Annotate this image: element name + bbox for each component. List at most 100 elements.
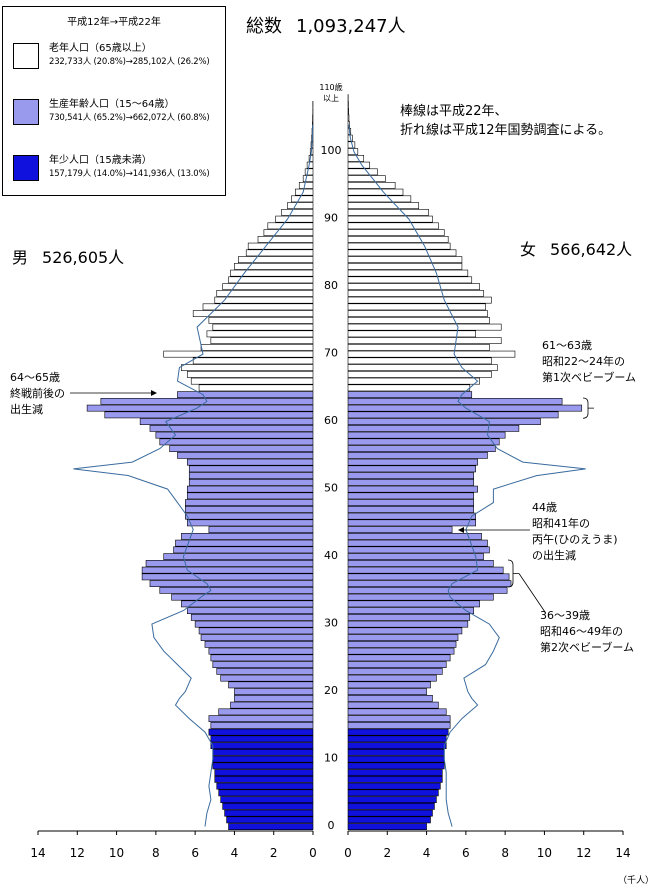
female-bar-age-7	[347, 775, 443, 783]
male-bar-age-17	[218, 708, 314, 716]
female-bar-age-12	[347, 742, 447, 749]
female-bar-age-57	[347, 438, 500, 446]
female-bar-age-76	[347, 310, 488, 317]
male-bar-age-79	[216, 289, 314, 297]
top-age-label: 以上	[323, 94, 339, 103]
male-bar-age-70	[163, 350, 314, 358]
female-bar-age-38	[347, 566, 504, 574]
male-bar-age-50	[186, 485, 314, 493]
female-bar-age-61	[347, 411, 559, 419]
male-bar-age-53	[188, 465, 314, 473]
female-bar-age-64	[347, 391, 473, 398]
male-bar-age-81	[228, 276, 314, 284]
male-bar-age-84	[238, 256, 314, 263]
male-bar-group	[86, 101, 314, 830]
female-x-tick-label-4: 4	[423, 846, 431, 860]
female-bar-age-81	[347, 276, 473, 284]
female-bar-age-50	[347, 485, 478, 493]
female-bar-age-74	[347, 323, 502, 331]
female-bar-age-11	[347, 748, 445, 756]
female-bar-age-105	[347, 114, 350, 122]
legend-swatch-working	[13, 99, 39, 125]
male-x-tick-label-10: 10	[109, 846, 124, 860]
male-bar-age-75	[208, 316, 314, 324]
male-bar-age-92	[287, 202, 314, 210]
female-bar-age-96	[347, 175, 386, 183]
male-bar-age-32	[186, 607, 314, 614]
male-bar-age-34	[171, 593, 314, 601]
female-bar-age-69	[347, 357, 492, 365]
legend-item-elderly: 老年人口（65歳以上） 232,733人 (20.8%)→285,102人 (2…	[13, 37, 223, 81]
legend-label-elderly: 老年人口（65歳以上）	[49, 43, 152, 54]
male-x-tick-label-6: 6	[191, 846, 199, 860]
female-label-text: 女	[520, 240, 537, 259]
female-bar-age-34	[347, 593, 494, 601]
annotation-line: 昭和22～24年の	[542, 355, 625, 368]
female-bar-age-3	[347, 802, 435, 810]
female-bar-age-6	[347, 782, 441, 790]
female-bar-age-56	[347, 445, 496, 452]
male-x-tick-label-0: 0	[309, 846, 317, 860]
male-bar-age-26	[208, 647, 314, 655]
male-label-text: 男	[12, 248, 29, 267]
female-bar-age-82	[347, 269, 469, 277]
unit-label: （千人）	[618, 876, 650, 886]
female-bar-age-23	[347, 667, 443, 675]
female-x-tick-label-14: 14	[615, 846, 630, 860]
male-bar-age-88	[263, 229, 314, 237]
male-bar-age-0	[228, 823, 314, 830]
male-bar-age-85	[245, 249, 314, 257]
male-bar-age-33	[181, 600, 314, 608]
female-bar-age-10	[347, 755, 445, 763]
male-bar-age-12	[210, 742, 314, 749]
female-bar-age-42	[347, 539, 488, 547]
male-bar-age-74	[212, 323, 314, 331]
female-bar-age-83	[347, 262, 463, 270]
male-bar-age-76	[192, 310, 314, 317]
male-bar-age-46	[185, 512, 314, 520]
male-bar-age-15	[210, 721, 314, 729]
male-x-tick-label-2: 2	[270, 846, 278, 860]
age-label-30: 30	[324, 617, 338, 630]
female-bar-age-73	[347, 330, 476, 338]
female-bar-age-27	[347, 640, 457, 648]
male-bar-age-66	[190, 377, 314, 385]
legend-label-working: 生産年齢人口（15～64歳）	[49, 99, 175, 110]
annotation-line: 第2次ベビーブーム	[540, 641, 635, 654]
female-bar-age-77	[347, 303, 486, 311]
annotation-connector-second-boom	[518, 573, 546, 613]
annotation-connectors	[70, 390, 594, 613]
male-bar-age-41	[173, 546, 314, 554]
male-bar-age-9	[212, 762, 314, 770]
age-label-90: 90	[324, 212, 338, 225]
female-bar-age-95	[347, 182, 396, 189]
female-bar-age-24	[347, 661, 447, 668]
male-bar-age-16	[208, 715, 314, 722]
male-bar-age-60	[139, 418, 314, 425]
female-bar-age-78	[347, 296, 492, 304]
census-2000-lines	[73, 124, 586, 827]
note-line-2: 折れ線は平成12年国勢調査による。	[400, 123, 612, 138]
male-bar-age-44	[208, 526, 314, 533]
female-bar-age-33	[347, 600, 480, 608]
female-bar-age-55	[347, 451, 488, 459]
female-bar-age-98	[347, 161, 370, 169]
female-bar-age-51	[347, 478, 475, 486]
male-bar-age-2	[224, 809, 314, 817]
legend-period-label: 平成12年→平成22年	[67, 17, 161, 28]
male-bar-age-89	[267, 222, 314, 230]
male-bar-age-68	[181, 364, 314, 371]
male-bar-age-77	[202, 303, 314, 311]
male-bar-age-83	[234, 262, 314, 270]
male-bar-age-51	[188, 478, 314, 486]
annotation-line: 終戦前後の	[10, 387, 65, 400]
female-bar-age-63	[347, 397, 563, 405]
female-bar-age-84	[347, 256, 463, 263]
male-bar-age-27	[204, 640, 314, 648]
male-bar-age-40	[163, 553, 314, 560]
male-bar-age-71	[200, 343, 314, 351]
female-bar-age-60	[347, 418, 541, 425]
female-x-tick-label-8: 8	[501, 846, 509, 860]
